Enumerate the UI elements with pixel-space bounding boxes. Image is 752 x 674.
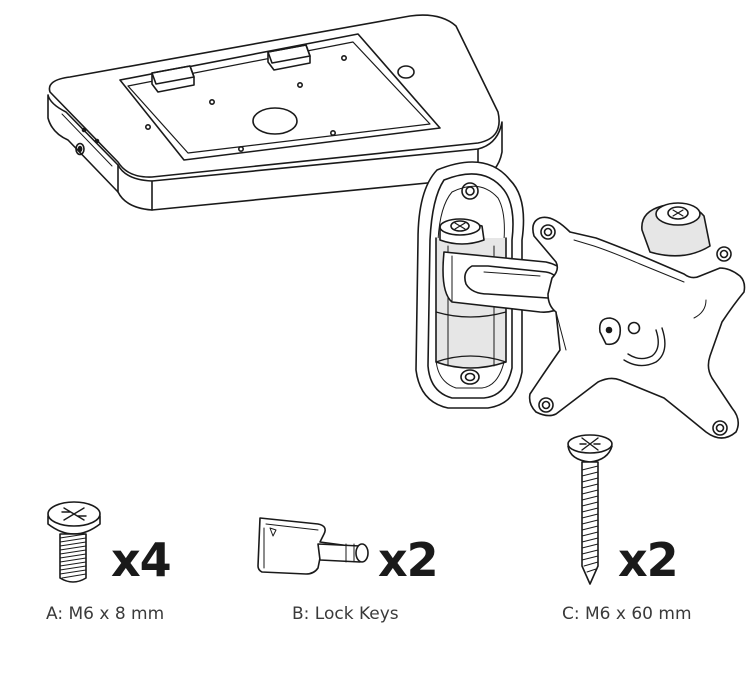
part-b-quantity: x2: [378, 533, 439, 587]
tablet-enclosure: [48, 15, 502, 210]
part-c-quantity: x2: [618, 533, 679, 587]
part-a-quantity: x4: [111, 533, 172, 587]
part-c-caption: C: M6 x 60 mm: [562, 604, 692, 624]
part-a-caption: A: M6 x 8 mm: [46, 604, 165, 624]
screw-c-m6x60: [568, 435, 612, 584]
screw-a-m6x8: [48, 502, 100, 582]
vesa-plate: [530, 203, 745, 438]
lock-key-b: [258, 518, 368, 574]
part-b-caption: B: Lock Keys: [292, 604, 399, 624]
wall-mount-arm: [416, 162, 570, 408]
